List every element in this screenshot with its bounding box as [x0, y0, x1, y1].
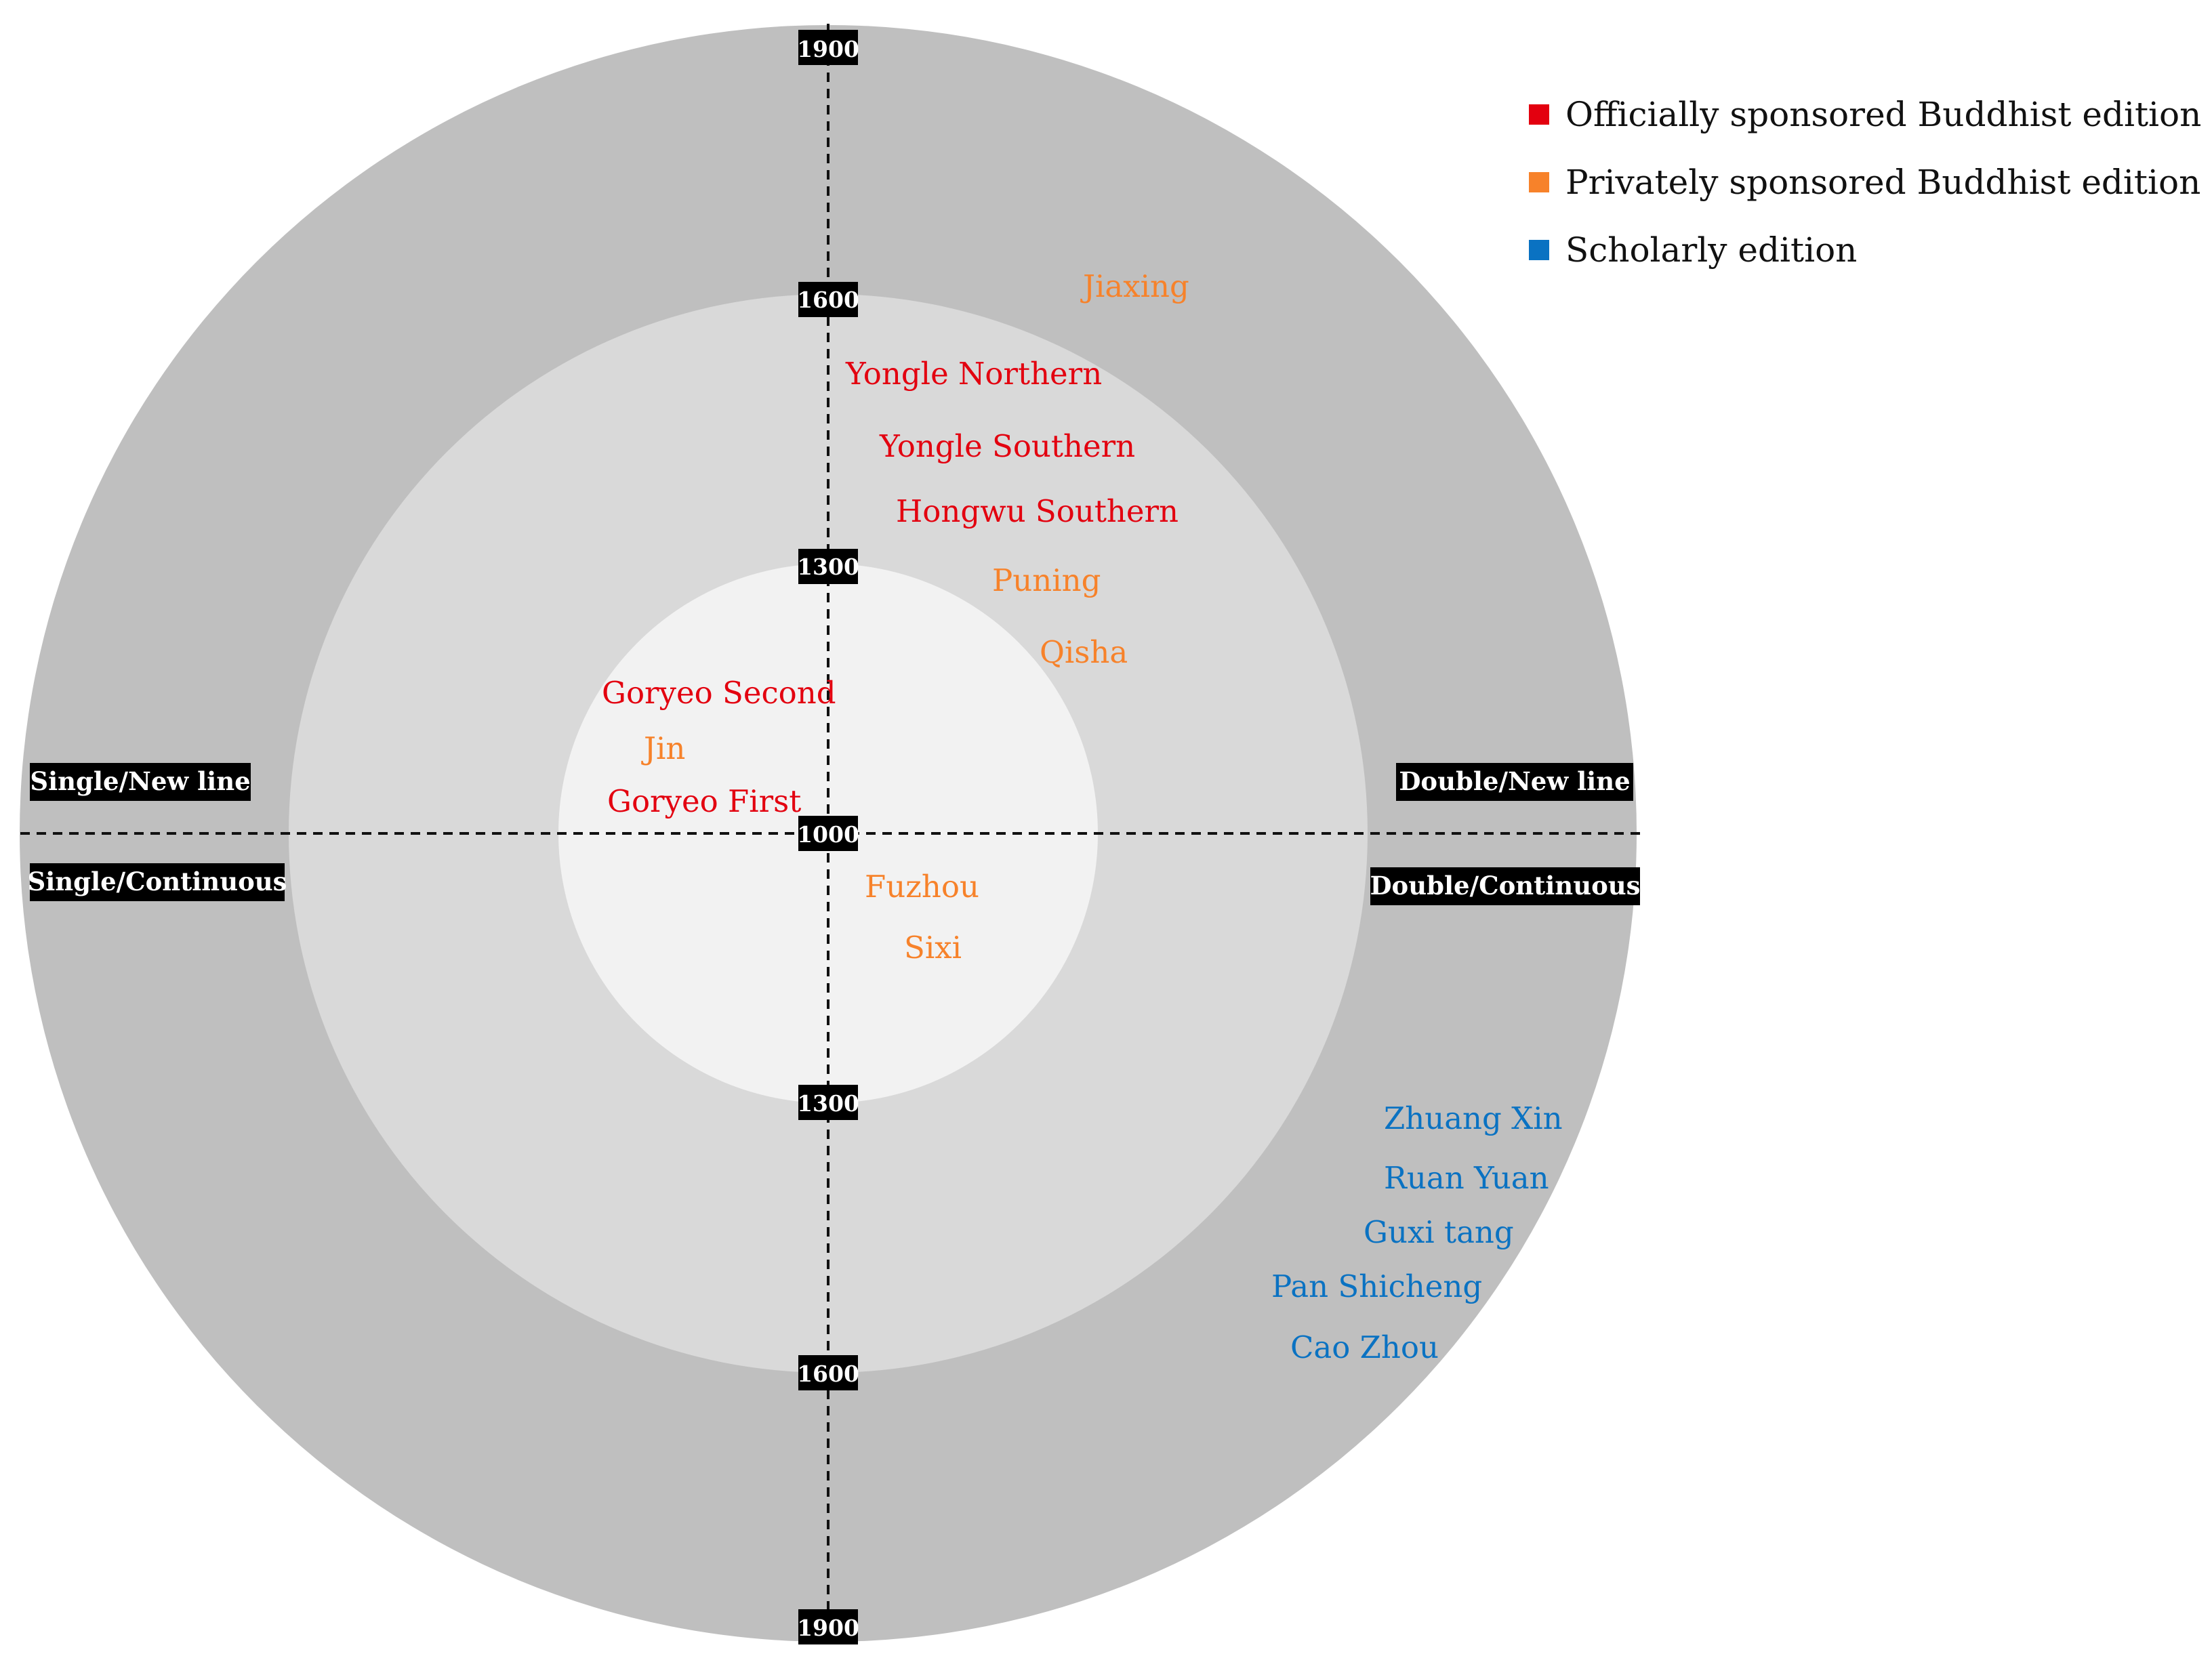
legend-item-private: Privately sponsored Buddhist edition [1529, 163, 2200, 202]
quadrant-tag-background [1396, 763, 1633, 801]
tick-tag-background [798, 549, 858, 584]
tick-tag-background [798, 1355, 858, 1390]
tick-label: 1600 [797, 287, 859, 313]
legend-label-private: Privately sponsored Buddhist edition [1565, 163, 2200, 202]
tick-tag-background [798, 1609, 858, 1644]
quadrant-tag-background [30, 863, 285, 901]
edition-ruan-yuan: Ruan Yuan [1384, 1160, 1549, 1196]
tick-bottom-middle: 1600 [797, 1355, 859, 1390]
tick-center: 1000 [797, 816, 859, 851]
tick-top-outer: 1900 [797, 30, 859, 65]
tick-label: 1300 [797, 554, 859, 580]
quadrant-label: Single/Continuous [27, 867, 287, 896]
edition-yongle-southern: Yongle Southern [879, 428, 1135, 464]
edition-pan-shicheng: Pan Shicheng [1271, 1268, 1482, 1304]
tick-label: 1000 [797, 821, 859, 848]
edition-yongle-northern: Yongle Northern [845, 356, 1102, 392]
tick-bottom-inner: 1300 [797, 1085, 859, 1120]
edition-hongwu-southern: Hongwu Southern [896, 493, 1179, 529]
tick-label: 1900 [797, 36, 859, 62]
tick-tag-background [798, 30, 858, 65]
edition-zhuang-xin: Zhuang Xin [1384, 1100, 1563, 1136]
edition-fuzhou: Fuzhou [865, 869, 979, 905]
edition-sixi: Sixi [904, 930, 962, 966]
tick-label: 1600 [797, 1361, 859, 1387]
quadrant-tag-background [1370, 867, 1640, 905]
legend-item-scholarly: Scholarly edition [1529, 230, 1857, 270]
tick-tag-background [798, 282, 858, 317]
tick-label: 1900 [797, 1615, 859, 1641]
legend-item-official: Officially sponsored Buddhist edition [1529, 95, 2201, 134]
quadrant-label: Double/New line [1399, 766, 1630, 796]
edition-qisha: Qisha [1040, 634, 1128, 670]
legend-label-scholarly: Scholarly edition [1565, 230, 1857, 270]
tick-top-middle: 1600 [797, 282, 859, 317]
edition-goryeo-second: Goryeo Second [602, 675, 836, 711]
edition-guxi-tang: Guxi tang [1364, 1214, 1514, 1250]
quadrant-label: Single/New line [30, 766, 250, 796]
quadrant-upper-left: Single/New line [30, 763, 251, 801]
tick-tag-background [798, 816, 858, 851]
quadrant-label: Double/Continuous [1370, 871, 1640, 900]
edition-goryeo-first: Goryeo First [607, 783, 801, 819]
legend-swatch-scholarly [1529, 240, 1549, 260]
legend-swatch-official [1529, 104, 1549, 125]
legend: Officially sponsored Buddhist edition Pr… [1529, 95, 2201, 270]
tick-top-inner: 1300 [797, 549, 859, 584]
edition-jin: Jin [641, 730, 685, 766]
edition-puning: Puning [992, 562, 1101, 598]
tick-bottom-outer: 1900 [797, 1609, 859, 1644]
tick-label: 1300 [797, 1090, 859, 1117]
legend-label-official: Officially sponsored Buddhist edition [1565, 95, 2201, 134]
quadrant-upper-right: Double/New line [1396, 763, 1633, 801]
quadrant-lower-right: Double/Continuous [1370, 867, 1641, 905]
edition-jiaxing: Jiaxing [1080, 268, 1189, 304]
edition-cao-zhou: Cao Zhou [1290, 1329, 1439, 1365]
quadrant-tag-background [30, 763, 251, 801]
legend-swatch-private [1529, 172, 1549, 192]
quadrant-lower-left: Single/Continuous [27, 863, 287, 901]
tick-tag-background [798, 1085, 858, 1120]
